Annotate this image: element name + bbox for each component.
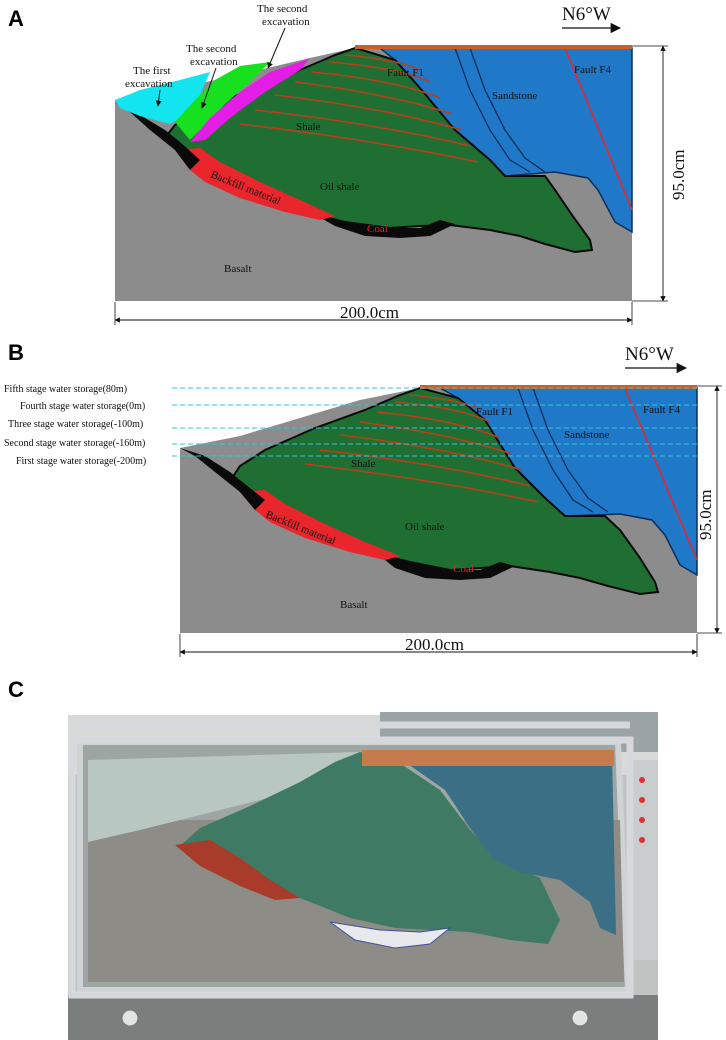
label-coal-b: Coal	[453, 563, 474, 575]
label-shale-b: Shale	[351, 458, 376, 470]
width-label-a: 200.0cm	[340, 303, 399, 322]
oil-shale-layer-b	[230, 386, 660, 596]
panel-c: C	[8, 677, 658, 1040]
water-label-second: Second stage water storage(-160m)	[4, 438, 145, 449]
sky-area-b	[180, 388, 420, 448]
callout-arrow-3	[267, 27, 286, 69]
water-label-three: Three stage water storage(-100m)	[8, 419, 143, 430]
label-fault-f1: Fault F1	[387, 67, 424, 79]
callout-first-excavation-2: excavation	[125, 78, 173, 90]
shale-seams	[239, 54, 479, 163]
callout-arrow-1	[155, 89, 162, 107]
label-basalt-b: Basalt	[340, 599, 368, 611]
north-label-a: N6°W	[562, 4, 611, 25]
callout-arrow-2	[200, 67, 217, 109]
callout-first-excavation-1: The first	[133, 65, 171, 77]
excavation-second	[175, 62, 270, 140]
panel-a-letter: A	[8, 6, 24, 31]
label-coal: Coal	[367, 223, 388, 235]
slope-toe	[115, 102, 200, 170]
coal-layer-b	[375, 552, 515, 580]
fault-f4-line	[564, 47, 633, 211]
water-label-first: First stage water storage(-200m)	[16, 456, 146, 467]
label-fault-f4-b: Fault F4	[643, 404, 680, 416]
fault-lines	[454, 47, 546, 173]
callout-third-excavation-1: The second	[257, 3, 308, 15]
panel-b-letter: B	[8, 340, 24, 365]
label-fault-f1-b: Fault F1	[476, 406, 513, 418]
fault-lines-b	[517, 387, 609, 513]
backfill-layer-b	[240, 490, 400, 560]
model-photo	[68, 712, 658, 1040]
top-soil-strip-b	[420, 385, 697, 389]
excavation-third	[190, 58, 310, 142]
label-shale: Shale	[296, 121, 321, 133]
panel-a: A	[8, 3, 688, 325]
label-sandstone: Sandstone	[492, 90, 537, 102]
backfill-layer	[175, 148, 335, 220]
slope-toe-b	[180, 448, 265, 510]
coal-layer	[310, 212, 455, 238]
height-label-b: 95.0cm	[696, 489, 715, 540]
label-fault-f4: Fault F4	[574, 64, 611, 76]
north-label-b: N6°W	[625, 344, 674, 365]
callout-third-excavation-2: excavation	[262, 16, 310, 28]
top-soil-strip	[355, 45, 632, 49]
width-label-b: 200.0cm	[405, 635, 464, 654]
panel-c-letter: C	[8, 677, 24, 702]
water-label-fourth: Fourth stage water storage(0m)	[20, 401, 145, 412]
water-label-fifth: Fifth stage water storage(80m)	[4, 384, 127, 395]
height-label-a: 95.0cm	[669, 149, 688, 200]
callout-second-excavation-2: excavation	[190, 56, 238, 68]
label-oil-shale-b: Oil shale	[405, 521, 445, 533]
fault-f4-line-b	[624, 387, 698, 561]
label-basalt: Basalt	[224, 263, 252, 275]
label-sandstone-b: Sandstone	[564, 429, 609, 441]
panel-b: B Fifth	[4, 340, 722, 657]
label-oil-shale: Oil shale	[320, 181, 360, 193]
shale-seams-b	[304, 394, 539, 503]
callout-second-excavation-1: The second	[186, 43, 237, 55]
